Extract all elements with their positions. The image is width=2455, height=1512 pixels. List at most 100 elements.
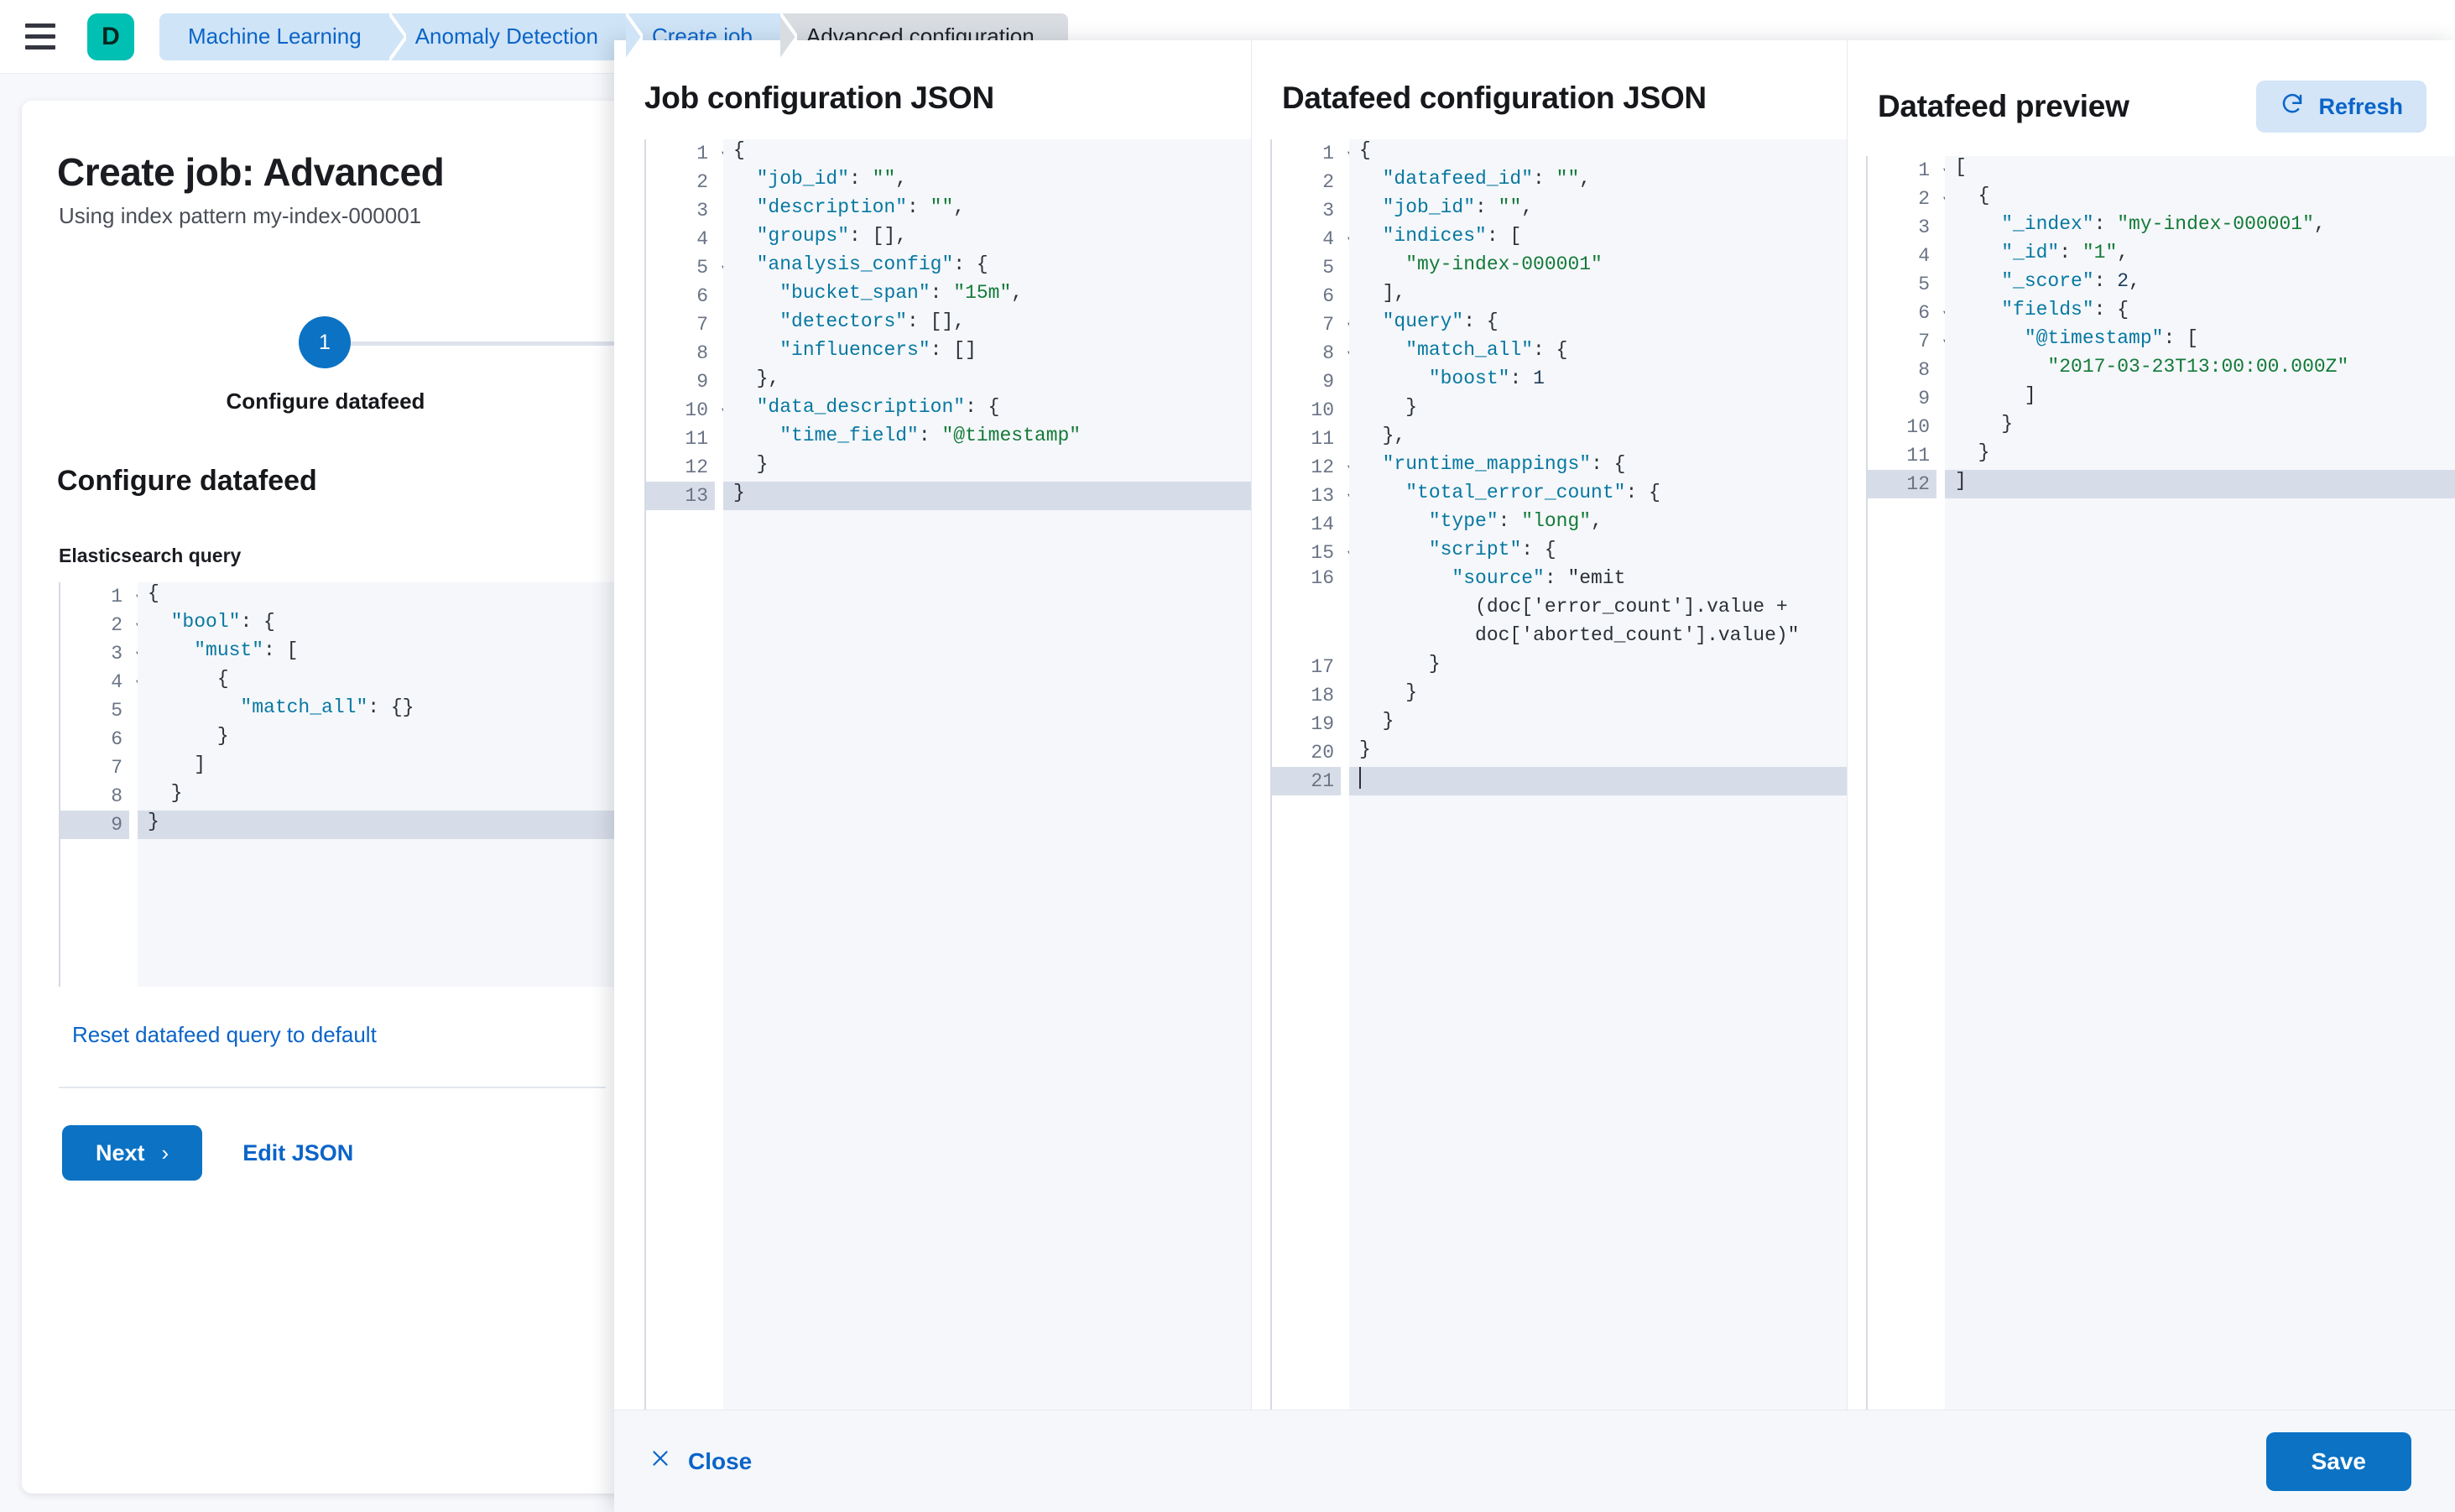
code-line[interactable]: "detectors": [], <box>779 310 966 332</box>
code-line[interactable]: { <box>1955 185 1990 206</box>
line-number: 18 <box>1311 685 1334 706</box>
next-button[interactable]: Next › <box>62 1125 203 1181</box>
edit-json-button[interactable]: Edit JSON <box>242 1139 354 1165</box>
code-line[interactable]: "@timestamp": [ <box>2024 327 2198 349</box>
code-line[interactable]: "_score": 2, <box>2001 270 2140 292</box>
breadcrumb-item-0[interactable]: Machine Learning <box>159 13 406 60</box>
line-number: 7▾ <box>1272 310 1354 339</box>
code-line[interactable]: } <box>1359 396 1418 418</box>
code-line[interactable]: "indices": [ <box>1382 225 1522 247</box>
breadcrumb-chevron-icon <box>625 13 643 60</box>
line-number: 5 <box>111 700 122 722</box>
code-line[interactable]: "bucket_span": "15m", <box>779 282 1024 304</box>
code-line[interactable]: } <box>1359 738 1371 760</box>
datafeed-configuration-editor[interactable]: 1▾234▾567▾8▾9101112▾13▾1415▾161718192021… <box>1252 139 1847 1410</box>
code-line[interactable]: } <box>1359 710 1394 732</box>
close-button[interactable]: Close <box>649 1447 752 1475</box>
code-line[interactable]: { <box>148 582 159 604</box>
line-number: 1▾ <box>646 139 728 168</box>
chevron-right-icon: › <box>161 1139 169 1165</box>
code-line[interactable]: } <box>723 482 1251 510</box>
reset-datafeed-query-link[interactable]: Reset datafeed query to default <box>72 1022 377 1047</box>
code-line[interactable]: "analysis_config": { <box>756 253 988 275</box>
code-line[interactable]: ], <box>1359 282 1406 304</box>
query-editor-code[interactable]: { "bool": { "must": [ { "match_all": {} … <box>138 582 643 987</box>
line-number: 7▾ <box>1868 327 1950 356</box>
hamburger-icon[interactable] <box>25 18 64 56</box>
datafeed-configuration-title: Datafeed configuration JSON <box>1282 81 1707 115</box>
code-line[interactable]: "bool": { <box>170 611 275 633</box>
refresh-icon <box>2280 91 2305 123</box>
code-line[interactable]: "description": "", <box>756 196 966 218</box>
code-line[interactable]: "fields": { <box>2001 299 2129 321</box>
code-line[interactable]: "_id": "1", <box>2001 242 2129 263</box>
code-line[interactable]: "job_id": "", <box>756 168 908 190</box>
code-line[interactable] <box>1349 767 1847 795</box>
code-line[interactable]: "2017-03-23T13:00:00.000Z" <box>2047 356 2349 378</box>
flyout-body: Job configuration JSON 1▾2345▾678910▾111… <box>614 40 2455 1410</box>
code-line[interactable]: [ <box>1955 156 1967 178</box>
code-line[interactable]: "data_description": { <box>756 396 1000 418</box>
line-number: 3 <box>1322 200 1334 222</box>
code-line[interactable]: } <box>1955 441 1990 463</box>
code-line[interactable]: "match_all": { <box>1405 339 1568 361</box>
code-line[interactable]: } <box>138 811 643 839</box>
line-number: 12▾ <box>1272 453 1354 482</box>
line-number: 4▾ <box>1272 225 1354 253</box>
line-number: 13 <box>646 482 715 510</box>
refresh-button[interactable]: Refresh <box>2256 81 2426 133</box>
code-line[interactable]: "runtime_mappings": { <box>1382 453 1626 475</box>
line-number: 6▾ <box>1868 299 1950 327</box>
app-badge[interactable]: D <box>87 13 134 60</box>
line-number: 5▾ <box>646 253 728 282</box>
line-number: 11 <box>1311 428 1334 450</box>
code-line[interactable]: ] <box>148 753 206 775</box>
code-line[interactable]: "_index": "my-index-000001", <box>2001 213 2326 235</box>
code-line[interactable]: } <box>1359 653 1441 675</box>
datafeed-preview-title: Datafeed preview <box>1878 89 2129 123</box>
code-line[interactable]: { <box>1359 139 1371 161</box>
code-line[interactable]: "influencers": [] <box>779 339 977 361</box>
job-config-code[interactable]: { "job_id": "", "description": "", "grou… <box>723 139 1251 1410</box>
line-number: 6 <box>696 285 708 307</box>
code-line[interactable]: { <box>148 668 229 690</box>
code-line[interactable]: "boost": 1 <box>1428 368 1545 389</box>
line-number: 5 <box>1322 257 1334 279</box>
code-line[interactable]: } <box>148 782 183 804</box>
code-line[interactable]: "job_id": "", <box>1382 196 1534 218</box>
line-number: 10▾ <box>646 396 728 425</box>
code-line[interactable]: "type": "long", <box>1428 510 1603 532</box>
code-line[interactable]: }, <box>733 368 780 389</box>
code-line[interactable]: "groups": [], <box>756 225 908 247</box>
code-line[interactable]: "datafeed_id": "", <box>1382 168 1592 190</box>
code-line[interactable]: } <box>733 453 769 475</box>
datafeed-config-code[interactable]: { "datafeed_id": "", "job_id": "", "indi… <box>1349 139 1847 1410</box>
line-number: 3 <box>1918 216 1930 238</box>
code-line[interactable]: ] <box>1945 470 2455 498</box>
step-1-circle[interactable]: 1 <box>299 316 351 368</box>
code-line[interactable]: "total_error_count": { <box>1405 482 1660 503</box>
code-line[interactable]: ] <box>1955 384 2036 406</box>
code-line[interactable]: "time_field": "@timestamp" <box>779 425 1082 446</box>
line-number: 2 <box>696 171 708 193</box>
line-number: 1▾ <box>1868 156 1950 185</box>
code-line[interactable]: "query": { <box>1382 310 1499 332</box>
code-line[interactable]: }, <box>1359 425 1406 446</box>
code-line[interactable]: } <box>1955 413 2014 435</box>
breadcrumb-item-1[interactable]: Anomaly Detection <box>389 13 643 60</box>
preview-code[interactable]: [ { "_index": "my-index-000001", "_id": … <box>1945 156 2455 1410</box>
code-line[interactable]: } <box>148 725 229 747</box>
code-line[interactable]: "script": { <box>1428 539 1556 560</box>
line-number: 3▾ <box>60 639 143 668</box>
line-number: 8 <box>111 785 122 807</box>
code-line[interactable]: } <box>1359 681 1418 703</box>
code-line[interactable]: "my-index-000001" <box>1405 253 1603 275</box>
save-button[interactable]: Save <box>2265 1431 2411 1491</box>
code-line[interactable]: "match_all": {} <box>240 696 414 718</box>
code-line[interactable]: { <box>733 139 745 161</box>
code-line[interactable]: "must": [ <box>194 639 299 661</box>
code-line[interactable]: "source": "emit (doc['error_count'].valu… <box>1359 567 1800 646</box>
